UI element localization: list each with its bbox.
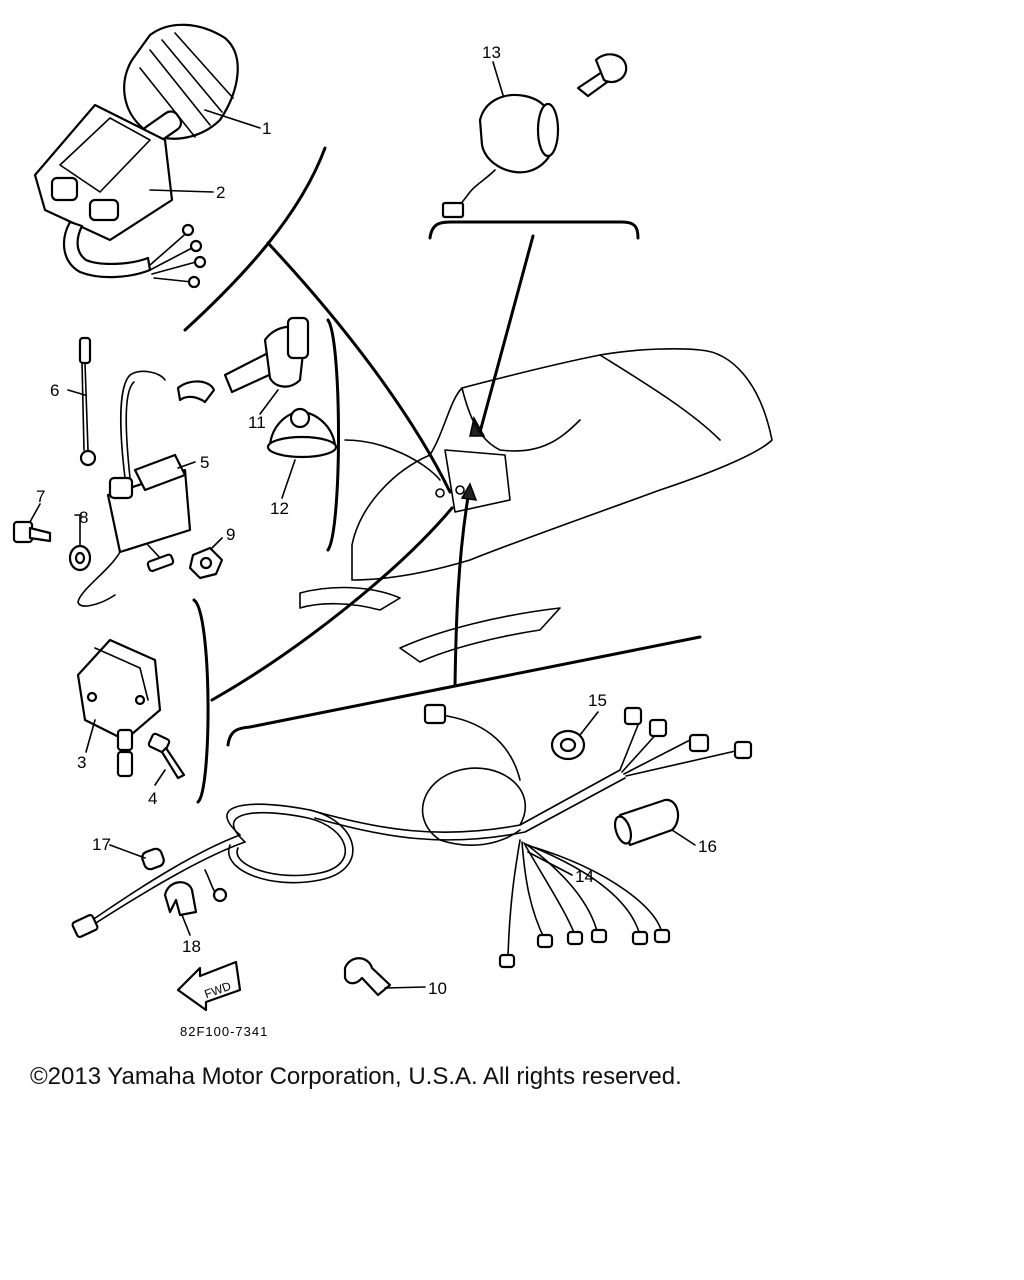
parts-diagram: FWD 1 2 13 6 5 7 8 9 11 12 3 4 17 18 — [12, 23, 773, 1039]
arrow-head-2 — [460, 482, 478, 501]
part-sleeve — [613, 798, 680, 847]
callout-2: 2 — [216, 183, 225, 202]
part-grommet — [550, 729, 586, 761]
bracket-upper-left — [183, 146, 327, 332]
callout-18: 18 — [182, 937, 201, 956]
callout-5: 5 — [200, 453, 209, 472]
part-ignition-coil — [77, 370, 192, 607]
callout-4: 4 — [148, 789, 157, 808]
part-cdi-unit — [76, 638, 162, 778]
callout-15: 15 — [588, 691, 607, 710]
leader-harness-group — [453, 495, 470, 688]
callout-13: 13 — [482, 43, 501, 62]
callout-12: 12 — [270, 499, 289, 518]
part-ignition-switch — [441, 53, 628, 219]
callout-8: 8 — [79, 508, 88, 527]
bracket-lower-left — [192, 598, 210, 804]
callout-6: 6 — [50, 381, 59, 400]
callout-labels: 1 2 13 6 5 7 8 9 11 12 3 4 17 18 10 14 1… — [36, 43, 717, 998]
part-strap — [78, 336, 97, 467]
part-rubber-cap — [266, 407, 338, 459]
callout-1: 1 — [262, 119, 271, 138]
part-screw — [147, 732, 186, 780]
callout-16: 16 — [698, 837, 717, 856]
fwd-arrow-icon: FWD — [176, 960, 242, 1012]
part-washer — [68, 514, 92, 572]
bracket-harness — [226, 635, 702, 747]
bracket-middle — [326, 318, 340, 552]
callout-leaders — [29, 61, 696, 989]
callout-11: 11 — [248, 413, 266, 432]
leader-ignition-switch — [478, 234, 535, 434]
part-switch-housing — [33, 103, 207, 289]
part-grip — [123, 23, 239, 146]
part-small-cap — [141, 847, 165, 871]
part-wire-harness — [71, 703, 753, 969]
copyright-notice: ©2013 Yamaha Motor Corporation, U.S.A. A… — [30, 1063, 682, 1090]
part-clip — [343, 957, 392, 997]
leader-switch-group — [266, 241, 452, 494]
callout-3: 3 — [77, 753, 86, 772]
part-plug-cap — [176, 316, 310, 404]
leader-coil-group — [344, 439, 441, 481]
part-nut — [188, 546, 224, 580]
callout-10: 10 — [428, 979, 447, 998]
callout-7: 7 — [36, 487, 45, 506]
callout-14: 14 — [575, 867, 594, 886]
part-clamp — [163, 881, 198, 917]
bracket-ignition — [428, 220, 640, 240]
snowmobile-outline — [299, 348, 773, 663]
callout-17: 17 — [92, 835, 111, 854]
callout-9: 9 — [226, 525, 235, 544]
part-bolt — [12, 520, 52, 544]
leader-cdi-group — [210, 506, 454, 702]
drawing-code: 82F100-7341 — [180, 1024, 268, 1039]
